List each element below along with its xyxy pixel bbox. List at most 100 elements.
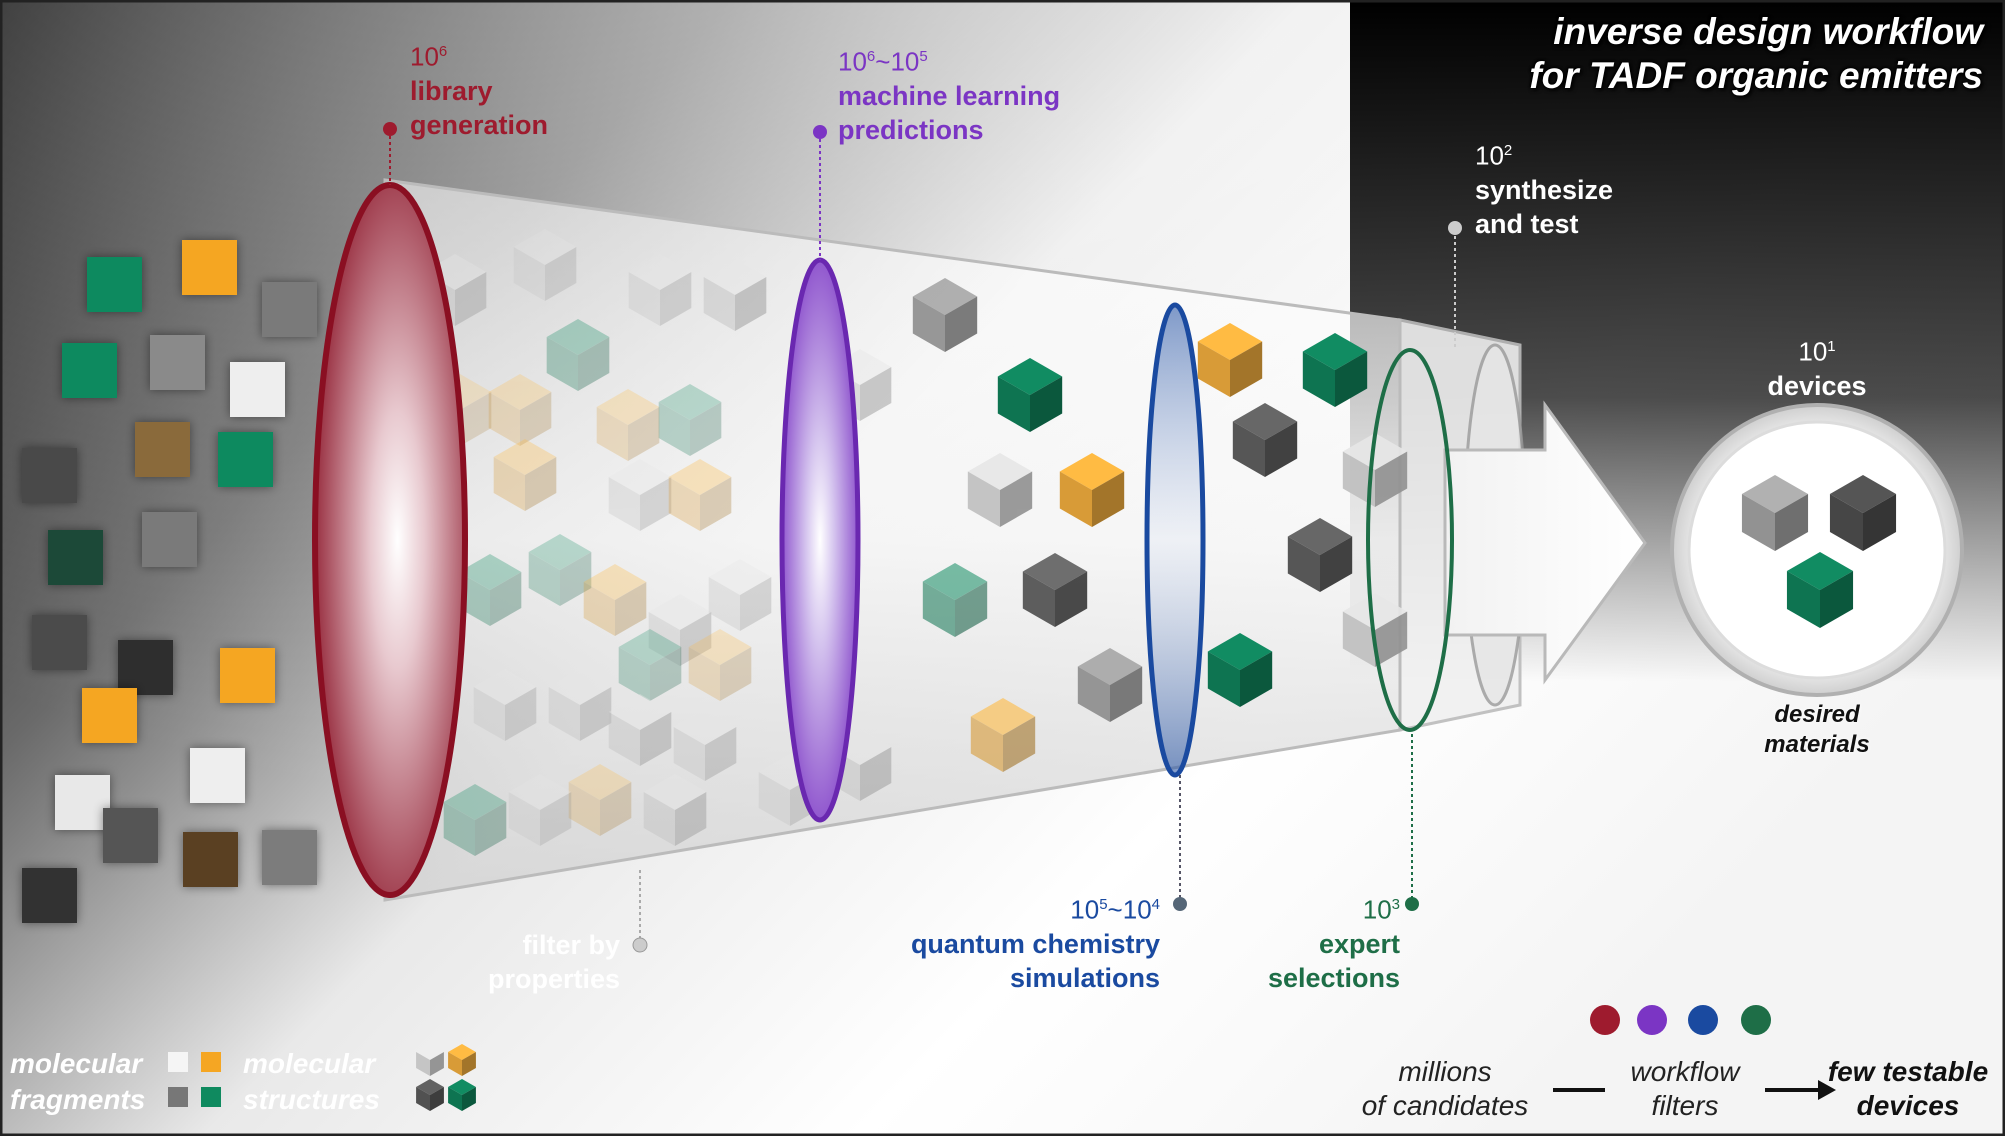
ml-predictions-label: 106~105 machine learning predictions: [838, 40, 1060, 147]
fragment-square: [150, 335, 205, 390]
fragment-square: [182, 240, 237, 295]
label-dots: [383, 122, 1462, 953]
molecular-fragments-legend: molecular fragments: [10, 1048, 146, 1115]
label-connectors: [389, 130, 1456, 945]
legend-cube-green: [448, 1079, 476, 1111]
structure-cube: [608, 694, 672, 766]
structure-cube: [493, 439, 557, 511]
legend-cube-gray: [416, 1079, 444, 1111]
devices-label: 101 devices: [1757, 330, 1877, 403]
fragment-square: [62, 343, 117, 398]
structure-cube: [1077, 648, 1143, 722]
devices-circle: [1670, 403, 1964, 697]
structure-cube: [583, 564, 647, 636]
green-fragment-swatch: [201, 1087, 221, 1107]
fragment-square: [230, 362, 285, 417]
structure-cube: [568, 764, 632, 836]
expert-count: 103: [1362, 894, 1400, 925]
fragment-square: [87, 257, 142, 312]
structure-cube: [1302, 333, 1368, 407]
machine-learning-filter: [779, 257, 861, 823]
structure-cube: [1197, 323, 1263, 397]
fragment-square: [32, 615, 87, 670]
structure-cube: [673, 709, 737, 781]
white-fragment-swatch: [168, 1052, 188, 1072]
fragment-square: [48, 530, 103, 585]
structure-cube: [922, 563, 988, 637]
diagram-title: inverse design workflow for TADF organic…: [1529, 10, 1983, 98]
fragment-square: [220, 648, 275, 703]
legend-cube-white: [416, 1044, 444, 1076]
library-generation-filter: [312, 182, 468, 898]
fragment-square: [82, 688, 137, 743]
structure-cube: [608, 459, 672, 531]
orange-fragment-swatch: [201, 1052, 221, 1072]
title-line-2: for TADF organic emitters: [1529, 55, 1983, 96]
structure-cube: [508, 774, 572, 846]
structure-cube: [546, 319, 610, 391]
library-generation-label: 106 library generation: [410, 35, 548, 142]
structure-cube: [1059, 453, 1125, 527]
structure-cube: [443, 784, 507, 856]
quantum-count: 105~104: [1070, 894, 1160, 925]
structure-cube: [648, 594, 712, 666]
structure-cube: [970, 698, 1036, 772]
flow-legend: [1553, 1005, 1836, 1100]
desired-cube-gray: [1741, 475, 1809, 551]
expert-selection-filter: [1366, 348, 1454, 732]
fragment-square: [135, 422, 190, 477]
structure-cube: [473, 669, 537, 741]
structure-cube: [688, 629, 752, 701]
ml-count: 106~105: [838, 46, 928, 77]
structure-cube: [1287, 518, 1353, 592]
synth-count: 102: [1475, 140, 1513, 171]
flow-left-label: millions of candidates: [1361, 1056, 1529, 1121]
structure-cube: [548, 669, 612, 741]
structure-cube: [1232, 403, 1298, 477]
fragment-square: [55, 775, 110, 830]
filter-rings: [312, 182, 1454, 898]
gray-fragment-swatch: [168, 1087, 188, 1107]
structure-cube: [488, 374, 552, 446]
legend-cube-orange: [448, 1044, 476, 1076]
structure-cube: [643, 774, 707, 846]
structure-cube: [1342, 593, 1408, 667]
structure-cube: [668, 459, 732, 531]
desired-cube-green: [1786, 552, 1854, 628]
structure-cube: [967, 453, 1033, 527]
structure-cube: [513, 229, 577, 301]
desired-cube-dark: [1829, 475, 1897, 551]
structure-cube: [703, 259, 767, 331]
structure-cube: [618, 629, 682, 701]
structure-cube: [528, 534, 592, 606]
library-count: 106: [410, 41, 448, 72]
title-line-1: inverse design workflow: [1553, 11, 1983, 52]
fragment-square: [142, 512, 197, 567]
fragment-square: [118, 640, 173, 695]
funnel-body: [383, 178, 1647, 902]
devices-count: 101: [1798, 336, 1836, 367]
quantum-chemistry-filter: [1144, 302, 1206, 778]
structure-cube: [708, 559, 772, 631]
structure-cube: [1022, 553, 1088, 627]
structure-cube: [658, 384, 722, 456]
desired-material-cubes: [1741, 475, 1897, 628]
fragment-square: [22, 868, 77, 923]
ml-filter-dot: [1637, 1005, 1667, 1035]
expert-selections-label: 103 expert selections: [1250, 888, 1400, 995]
expert-filter-dot: [1741, 1005, 1771, 1035]
fragment-square: [218, 432, 273, 487]
structure-cube: [596, 389, 660, 461]
fragment-square: [190, 748, 245, 803]
library-filter-dot: [1590, 1005, 1620, 1035]
synthesize-and-test-label: 102 synthesize and test: [1475, 134, 1613, 241]
filter-by-properties-label: filter by properties: [487, 930, 620, 994]
flow-right-label: few testable devices: [1827, 1056, 1989, 1121]
legend-structure-cubes: [416, 1044, 476, 1111]
structure-cube: [997, 358, 1063, 432]
molecular-structures-legend: molecular structures: [243, 1048, 380, 1115]
structure-cube: [1207, 633, 1273, 707]
legend-swatches: [168, 1044, 476, 1111]
molecular-fragments: [22, 240, 317, 923]
